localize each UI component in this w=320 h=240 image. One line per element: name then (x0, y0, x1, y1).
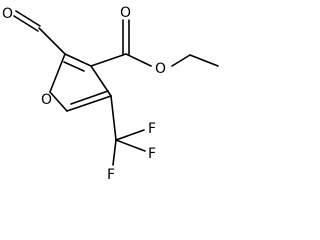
atom-label-fluorine-3: F (107, 167, 115, 183)
atom-label-fluorine-2: F (148, 146, 156, 162)
bond-ring-c3-c2-inner (63, 61, 85, 72)
bond-ring-c4-c3 (90, 65, 112, 97)
bond-ring-c3-ester-c (90, 53, 127, 67)
atom-label-ester-ether-oxygen: O (155, 61, 166, 77)
atom-label-aldehyde-oxygen: O (2, 6, 13, 22)
bond-aldehyde-c-o-2 (13, 15, 39, 32)
bond-cf3-f2 (115, 139, 146, 152)
bond-ring-c2-o1 (49, 53, 66, 93)
bond-cf3-f1 (115, 129, 145, 141)
bond-ethyl-ch2-ch3 (189, 54, 219, 67)
bond-ring-c3-c2-outer (64, 53, 92, 67)
bond-ester-c-o-single (125, 53, 152, 67)
molecule-structure: O O O O F F F (2, 5, 219, 183)
atom-label-ring-oxygen: O (41, 92, 52, 108)
atom-label-ester-carbonyl-oxygen: O (120, 5, 131, 21)
bond-ester-o-ch2 (171, 54, 191, 67)
bond-ring-c4-cf3 (110, 95, 117, 141)
bond-aldehyde-c-ring (38, 27, 66, 55)
bond-aldehyde-c-o-1 (15, 10, 41, 27)
atom-label-fluorine-1: F (148, 121, 156, 137)
bond-ring-c5-c4-outer (66, 95, 112, 112)
bond-cf3-f3 (112, 139, 117, 166)
bond-ring-c5-c4-inner (70, 90, 109, 105)
bond-ring-o1-c5 (49, 91, 68, 112)
